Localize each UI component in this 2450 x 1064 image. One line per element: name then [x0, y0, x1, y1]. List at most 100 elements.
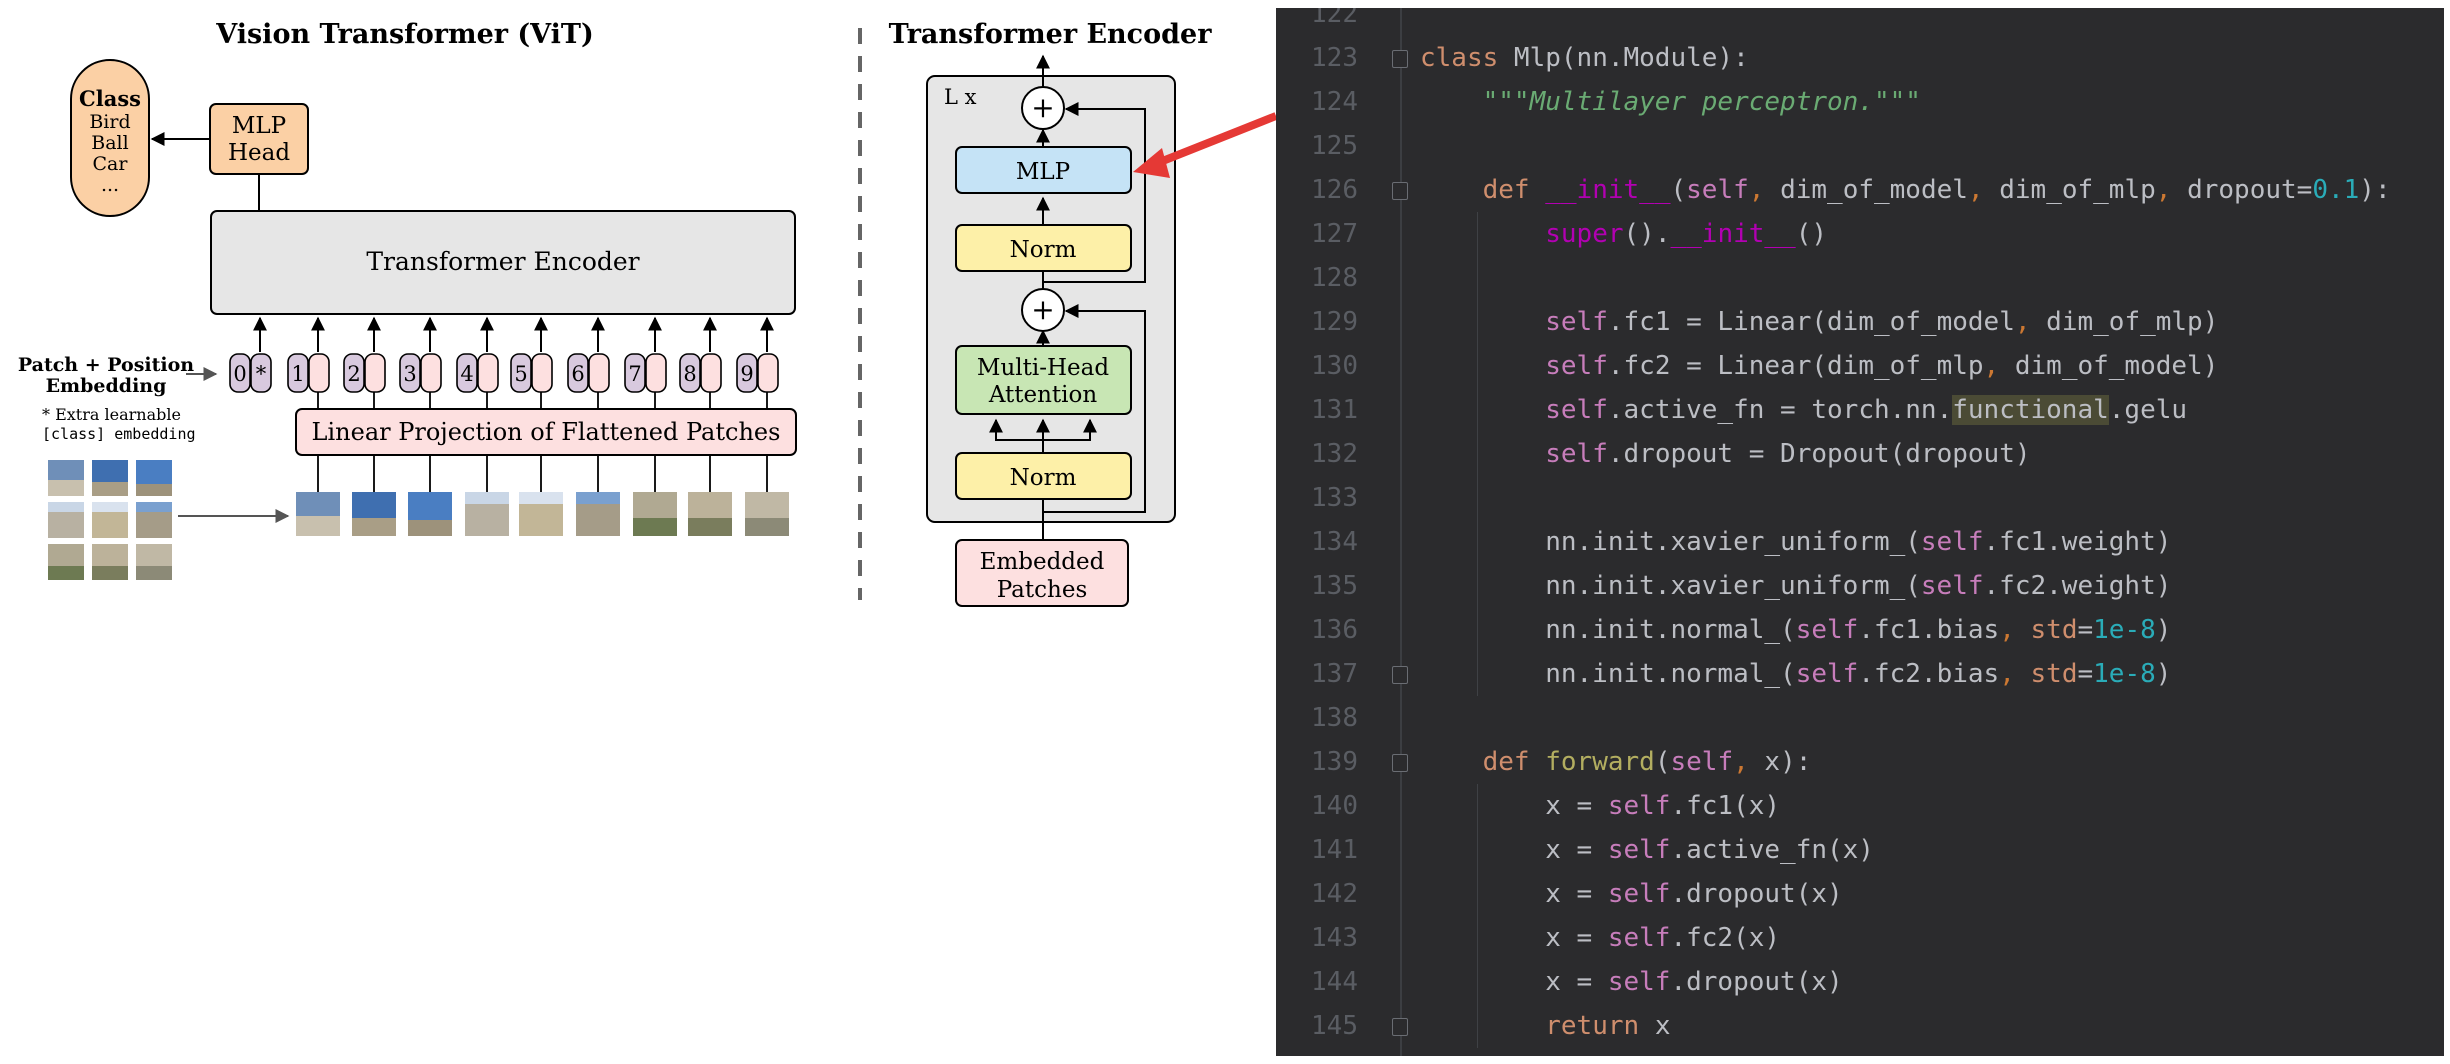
svg-text:6: 6 — [571, 362, 584, 386]
code-line[interactable]: 145 return x — [1276, 1004, 2444, 1048]
svg-text:2: 2 — [347, 362, 360, 386]
svg-text:8: 8 — [683, 362, 696, 386]
vit-title: Vision Transformer (ViT) — [215, 19, 594, 50]
fold-marker-icon[interactable] — [1392, 754, 1408, 772]
code-token: 0.1 — [2312, 175, 2360, 205]
code-token: self — [1607, 835, 1671, 865]
code-line[interactable]: 136 nn.init.normal_(self.fc1.bias, std=1… — [1276, 608, 2444, 652]
image-patch-thumbnail — [408, 492, 452, 536]
code-token: , — [1748, 175, 1781, 205]
class-item: Car — [93, 153, 129, 175]
gutter-divider — [1400, 8, 1402, 1056]
code-line[interactable]: 142 x = self.dropout(x) — [1276, 872, 2444, 916]
code-token: , — [2014, 307, 2047, 337]
code-line[interactable]: 122 — [1276, 8, 2444, 36]
code-line[interactable]: 139 def forward(self, x): — [1276, 740, 2444, 784]
source-image-grid — [48, 460, 172, 580]
code-text: nn.init.xavier_uniform_(self.fc1.weight) — [1420, 520, 2171, 564]
residual-add: + — [1021, 288, 1065, 332]
image-patch-thumbnail — [92, 502, 128, 538]
svg-text:MLP: MLP — [232, 113, 286, 139]
code-token: (). — [1623, 219, 1671, 249]
norm-block: Norm — [955, 452, 1132, 500]
code-line[interactable]: 125 — [1276, 124, 2444, 168]
code-token: self — [1545, 351, 1608, 381]
code-line[interactable]: 129 self.fc1 = Linear(dim_of_model, dim_… — [1276, 300, 2444, 344]
code-line[interactable]: 124 """Multilayer perceptron.""" — [1276, 80, 2444, 124]
code-token: nn.init.normal_( — [1420, 659, 1796, 689]
fold-marker-icon[interactable] — [1392, 50, 1408, 68]
fold-marker-icon[interactable] — [1392, 666, 1408, 684]
code-token: self — [1795, 659, 1859, 689]
line-number: 135 — [1311, 571, 1358, 601]
code-token: dim_of_model) — [2014, 351, 2219, 381]
indent-guide — [1477, 784, 1478, 1048]
code-token: __init__ — [1670, 219, 1796, 249]
line-number: 134 — [1311, 527, 1358, 557]
code-line[interactable]: 135 nn.init.xavier_uniform_(self.fc2.wei… — [1276, 564, 2444, 608]
svg-text:Embedding: Embedding — [46, 375, 167, 397]
multi-head-attention-block: Multi-Head Attention — [955, 345, 1132, 415]
code-token: x = — [1420, 967, 1608, 997]
vit-transformer-encoder: Transformer Encoder — [210, 210, 796, 315]
code-line[interactable]: 134 nn.init.xavier_uniform_(self.fc1.wei… — [1276, 520, 2444, 564]
code-line[interactable]: 128 — [1276, 256, 2444, 300]
code-token: x = — [1420, 835, 1608, 865]
code-token: return — [1545, 1011, 1655, 1041]
code-token: , — [1967, 175, 2000, 205]
code-text: """Multilayer perceptron.""" — [1420, 80, 1921, 124]
line-number: 126 — [1311, 175, 1358, 205]
code-line[interactable]: 133 — [1276, 476, 2444, 520]
code-token: x = — [1420, 879, 1608, 909]
code-token: .dropout(x) — [1670, 879, 1843, 909]
code-text: self.dropout = Dropout(dropout) — [1420, 432, 2030, 476]
svg-text:7: 7 — [628, 362, 641, 386]
image-patch-thumbnail — [633, 492, 677, 536]
embedding-tokens: 0 * 1 2 3 4 5 6 7 8 9 — [229, 353, 779, 393]
code-line[interactable]: 141 x = self.active_fn(x) — [1276, 828, 2444, 872]
code-line[interactable]: 144 x = self.dropout(x) — [1276, 960, 2444, 1004]
mlp-block: MLP — [955, 146, 1132, 194]
code-line[interactable]: 130 self.fc2 = Linear(dim_of_mlp, dim_of… — [1276, 344, 2444, 388]
code-line[interactable]: 127 super().__init__() — [1276, 212, 2444, 256]
code-line[interactable]: 131 self.active_fn = torch.nn.functional… — [1276, 388, 2444, 432]
code-token: ( — [1654, 747, 1671, 777]
svg-text:Head: Head — [228, 140, 290, 166]
code-token: .active_fn = torch.nn. — [1607, 395, 1953, 425]
code-text: def forward(self, x): — [1420, 740, 1812, 784]
class-output-box: Class Bird Ball Car ... — [70, 59, 150, 217]
code-token: self — [1545, 395, 1608, 425]
class-item: Bird — [89, 111, 130, 133]
line-number: 131 — [1311, 395, 1358, 425]
code-token: Mlp(nn.Module): — [1513, 43, 1749, 73]
mlp-head: MLP Head — [209, 103, 309, 175]
code-token: dim_of_model — [1780, 175, 1968, 205]
code-token: class — [1420, 43, 1514, 73]
code-text: return x — [1420, 1004, 1670, 1048]
code-token: self — [1795, 615, 1859, 645]
vit-diagram: Vision Transformer (ViT) Class Bird Ball… — [18, 19, 1278, 607]
fold-marker-icon[interactable] — [1392, 1018, 1408, 1036]
image-patch-thumbnail — [136, 544, 172, 580]
code-token: ) — [2155, 615, 2172, 645]
code-token: .fc2.bias — [1858, 659, 2000, 689]
code-line[interactable]: 138 — [1276, 696, 2444, 740]
line-number: 141 — [1311, 835, 1358, 865]
code-line[interactable]: 132 self.dropout = Dropout(dropout) — [1276, 432, 2444, 476]
line-number: 130 — [1311, 351, 1358, 381]
image-patch-thumbnail — [519, 492, 563, 536]
flattened-patches — [296, 492, 789, 536]
code-line[interactable]: 137 nn.init.normal_(self.fc2.bias, std=1… — [1276, 652, 2444, 696]
image-patch-thumbnail — [688, 492, 732, 536]
image-patch-thumbnail — [352, 492, 396, 536]
code-line[interactable]: 143 x = self.fc2(x) — [1276, 916, 2444, 960]
code-line[interactable]: 140 x = self.fc1(x) — [1276, 784, 2444, 828]
svg-text:Norm: Norm — [1010, 465, 1077, 491]
code-line[interactable]: 126 def __init__(self, dim_of_model, dim… — [1276, 168, 2444, 212]
code-token: , — [2155, 175, 2188, 205]
code-token: nn.init.xavier_uniform_( — [1420, 571, 1921, 601]
fold-marker-icon[interactable] — [1392, 182, 1408, 200]
svg-text:MLP: MLP — [1016, 159, 1070, 185]
